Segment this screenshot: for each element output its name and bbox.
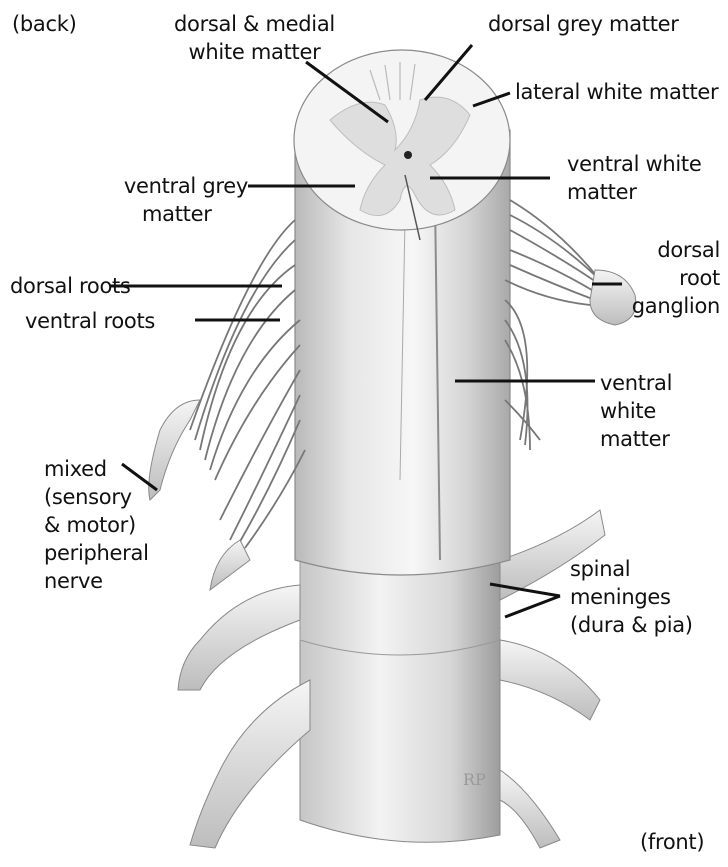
left-mixed-nerve-shape <box>149 400 200 500</box>
label-ventral-grey-matter: ventral grey matter <box>112 172 248 228</box>
artist-mark: RP <box>463 770 486 789</box>
left-nerve-roots <box>190 220 305 548</box>
label-ventral-roots: ventral roots <box>25 307 155 335</box>
label-spinal-meninges: spinal meninges (dura & pia) <box>570 555 693 639</box>
right-nerve-roots <box>505 200 608 450</box>
label-front: (front) <box>640 828 704 856</box>
label-mixed-peripheral-nerve: mixed (sensory & motor) peripheral nerve <box>44 455 149 595</box>
label-dorsal-grey-matter: dorsal grey matter <box>488 10 679 38</box>
label-dorsal-medial-white-matter: dorsal & medial white matter <box>174 10 335 66</box>
left-lower-nerve-stub <box>210 540 250 590</box>
label-ventral-white-matter-top: ventral white matter <box>567 150 701 206</box>
label-dorsal-root-ganglion: dorsal root ganglion <box>612 236 720 320</box>
label-lateral-white-matter: lateral white matter <box>515 78 718 106</box>
label-dorsal-roots: dorsal roots <box>10 272 131 300</box>
label-ventral-white-matter-mid: ventral white matter <box>600 369 672 453</box>
label-back: (back) <box>12 10 77 38</box>
